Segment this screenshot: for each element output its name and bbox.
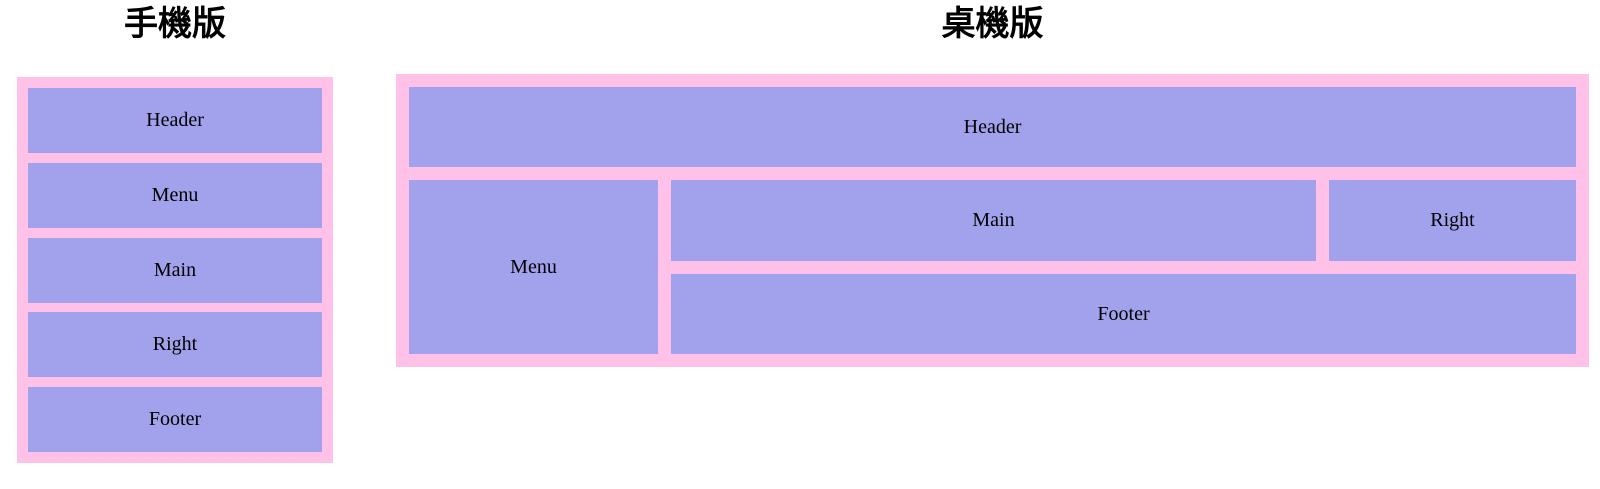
mobile-menu-label: Menu [151, 183, 199, 206]
desktop-main-box: Main [671, 180, 1316, 261]
desktop-menu-label: Menu [510, 255, 557, 278]
mobile-version-title: 手機版 [124, 5, 226, 43]
mobile-footer-box: Footer [28, 387, 322, 452]
mobile-layout-panel: Header Menu Main Right Footer [17, 77, 333, 463]
desktop-menu-box: Menu [409, 180, 658, 354]
desktop-right-box: Right [1329, 180, 1576, 261]
desktop-footer-label: Footer [1097, 302, 1150, 325]
mobile-header-label: Header [146, 109, 204, 131]
mobile-menu-box: Menu [28, 162, 322, 228]
desktop-main-label: Main [972, 209, 1015, 231]
desktop-version-title: 桌機版 [941, 5, 1044, 43]
desktop-layout-panel: Header Menu Main Right Footer [396, 74, 1589, 367]
mobile-right-label: Right [152, 333, 198, 356]
desktop-header-box: Header [409, 87, 1576, 167]
desktop-right-label: Right [1430, 209, 1475, 231]
desktop-footer-box: Footer [671, 274, 1576, 354]
mobile-main-box: Main [28, 237, 322, 303]
mobile-main-label: Main [153, 258, 197, 281]
mobile-footer-label: Footer [148, 408, 202, 430]
mobile-right-box: Right [28, 312, 322, 378]
mobile-header-box: Header [28, 88, 322, 153]
desktop-header-label: Header [963, 115, 1022, 138]
